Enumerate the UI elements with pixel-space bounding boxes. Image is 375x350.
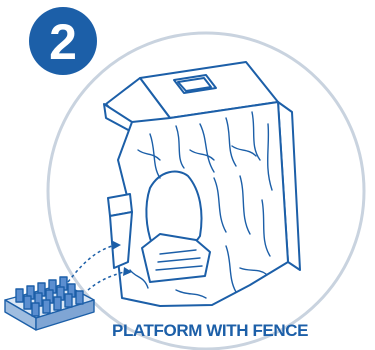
caption-label: PLATFORM WITH FENCE [112,321,375,341]
step-number: 2 [49,14,77,70]
